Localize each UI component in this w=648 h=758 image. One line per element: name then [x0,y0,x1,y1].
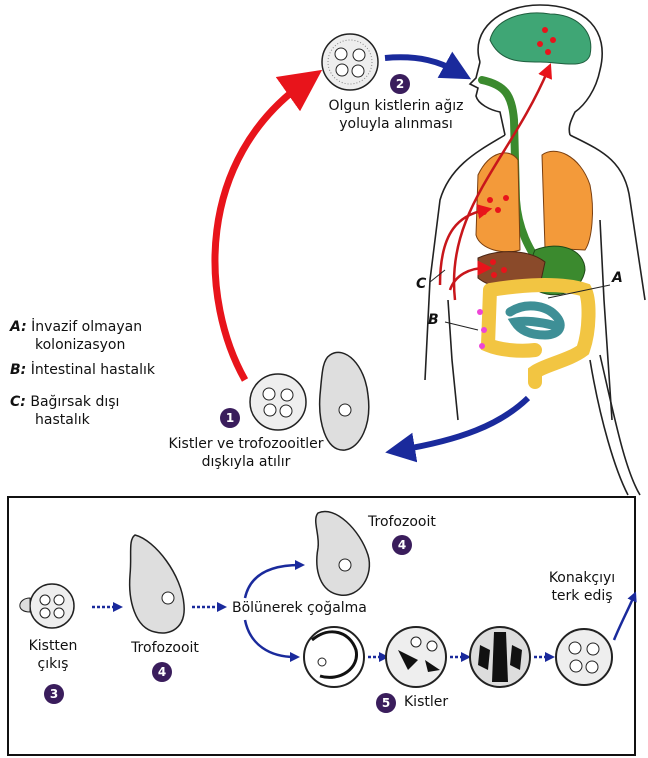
legend-c-key: C [10,394,20,410]
cyst-stage-1-icon [304,627,364,687]
kistten-line2: çıkış [18,656,88,673]
legend-a: A: İnvazif olmayan [10,319,142,336]
marker-a: A [612,270,623,286]
trofozooit-top-label: Trofozooit [368,514,436,531]
legend-b-colon: : [21,362,27,378]
marker-c: C [416,276,426,292]
cyst-stage-3-icon [470,627,530,687]
leaving-host-line2: terk ediş [532,588,632,605]
red-cycle-arrow [215,82,305,380]
leg-line-2 [600,355,640,495]
excreted-cyst-icon [250,374,306,430]
torso-right [600,220,612,420]
legend-b-key: B [10,362,21,378]
step-4-badge-left: 4 [152,662,172,682]
step-2-badge: 2 [390,74,410,94]
legend-b: B: İntestinal hastalık [10,362,155,379]
division-label: Bölünerek çoğalma [232,600,367,617]
legend-b-line1: İntestinal hastalık [31,362,155,378]
legend-a-line1: İnvazif olmayan [31,319,142,335]
legend-c-line2: hastalık [35,412,90,429]
step-1-label-line1: Kistler ve trofozooitler [126,436,366,453]
step-2-label-line1: Olgun kistlerin ağız [296,98,496,115]
leaving-host-line1: Konakçıyı [532,570,632,587]
torso-left [448,300,458,420]
small-intestine [510,306,560,335]
cyst-stage-2-icon [386,627,446,687]
cyst-stage-4-icon [556,629,612,685]
right-lung [542,151,592,250]
kistten-line1: Kistten [18,638,88,655]
step-3-badge: 3 [44,684,64,704]
blue-excretion-arrow [400,398,528,450]
step-4-badge-top: 4 [392,535,412,555]
cysts-label: Kistler [404,694,448,711]
legend-a-line2: kolonizasyon [35,337,125,354]
marker-b: B [428,312,439,328]
left-lung [476,153,520,252]
step-1-label-line2: dışkıyla atılır [126,454,366,471]
step-2-label-line2: yoluyla alınması [296,116,496,133]
marker-c-line [430,270,445,282]
step-5-badge: 5 [376,693,396,713]
trofozooit-left-label: Trofozooit [115,640,215,657]
legend-c: C: Bağırsak dışı [10,394,119,411]
brain [490,13,591,64]
ingested-cyst-icon [322,34,378,90]
legend-c-line1: Bağırsak dışı [30,394,119,410]
legend-a-colon: : [21,319,27,335]
step-1-badge: 1 [220,408,240,428]
legend-a-key: A [10,319,21,335]
legend-c-colon: : [20,394,26,410]
blue-ingestion-arrow [385,57,458,72]
